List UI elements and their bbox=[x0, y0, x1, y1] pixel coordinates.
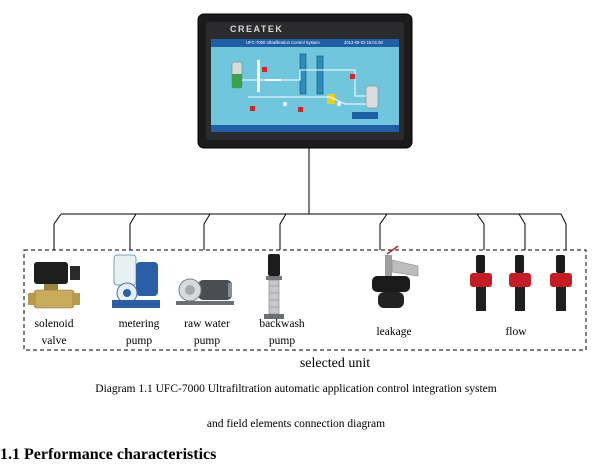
hmi-touch-panel bbox=[197, 13, 413, 214]
raw-water-pump-device bbox=[176, 278, 234, 305]
selected-unit-box bbox=[23, 249, 587, 351]
flow-sensor-device bbox=[550, 255, 572, 311]
hmi-screen-datetime: 2013-09-03 15:01:50 bbox=[344, 40, 383, 45]
flow-sensor-device bbox=[470, 255, 492, 311]
hmi-brand-logo: CREATEK bbox=[230, 24, 284, 34]
section-heading: 1.1 Performance characteristics bbox=[0, 446, 217, 463]
hmi-screen-menubar bbox=[211, 125, 399, 132]
backwash-pump-device bbox=[264, 254, 284, 319]
leakage-sensor-device bbox=[372, 245, 419, 308]
figure-caption-line-1: Diagram 1.1 UFC-7000 Ultrafiltration aut… bbox=[95, 383, 497, 395]
flow-label: flow bbox=[505, 326, 527, 338]
connection-bus bbox=[53, 213, 567, 250]
hmi-screen-titlebar bbox=[211, 39, 399, 47]
leakage-label: leakage bbox=[376, 326, 412, 338]
metering-pump-device bbox=[112, 254, 160, 308]
flow-sensor-device bbox=[509, 255, 531, 311]
hmi-screen-title: UFC-7000 Ultrafiltration Control System bbox=[246, 40, 320, 45]
solenoid-valve-device bbox=[28, 262, 80, 309]
selected-unit-label: selected unit bbox=[299, 356, 371, 371]
figure-caption-line-2: and field elements connection diagram bbox=[206, 418, 386, 430]
